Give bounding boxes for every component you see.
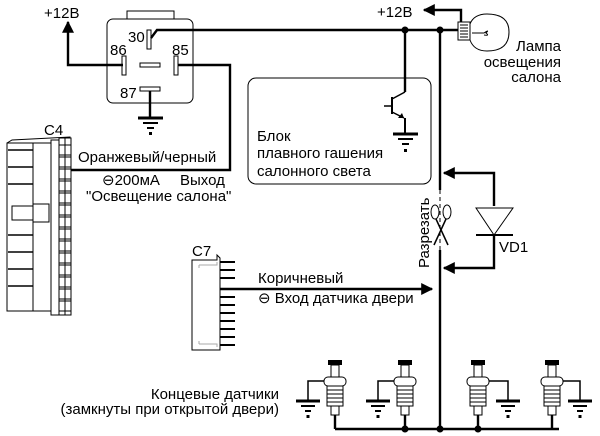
relay-30-wire — [150, 28, 440, 39]
ground-icon — [393, 132, 418, 152]
relay: 30 86 85 87 — [106, 10, 194, 104]
lamp-supply-label: +12В — [377, 4, 412, 21]
lamp-label-2: освещения — [484, 54, 561, 71]
lamp-label-3: салона — [511, 69, 561, 86]
lamp-label-1: Лампа — [516, 38, 562, 55]
ground-icon — [296, 399, 320, 418]
scissors-icon — [430, 204, 452, 246]
dimmer-label-3: салонного света — [257, 163, 372, 180]
diode-lower-wire — [442, 235, 496, 274]
relay-pin-87 — [139, 86, 161, 92]
dimmer-label-2: плавного гашения — [257, 145, 383, 162]
door-switch-icon — [296, 360, 347, 429]
relay-pin-30 — [146, 29, 152, 50]
diode-icon — [475, 207, 514, 236]
relay-85-wire — [70, 63, 232, 172]
door-switch-icon — [540, 360, 592, 429]
door-switch-icon — [466, 360, 520, 429]
connector-c7: C7 — [191, 243, 235, 351]
ground-icon — [496, 399, 520, 418]
dimmer-label-1: Блок — [257, 128, 291, 145]
relay-supply-wire — [62, 20, 123, 67]
junction-dot — [436, 425, 444, 433]
relay-pin-center — [139, 62, 161, 68]
relay-pin-85-label: 85 — [172, 42, 189, 59]
c4-output-label: Выход — [180, 172, 225, 189]
relay-supply-label: +12В — [44, 5, 79, 22]
diode-upper-wire — [442, 167, 496, 206]
connector-c4: C4 — [6, 122, 72, 316]
door-switch-icon — [366, 360, 417, 429]
relay-pin-87-label: 87 — [120, 85, 137, 102]
c4-output-name: "Освещение салона" — [86, 188, 231, 205]
c7-wire-color: Коричневый — [258, 270, 343, 287]
transistor-icon — [384, 30, 407, 133]
lamp-supply-wire — [422, 4, 463, 22]
cut-label: Разрезать — [416, 197, 433, 268]
relay-pin-86-label: 86 — [110, 42, 127, 59]
ground-icon — [138, 116, 163, 135]
door-switches-label-2: (замкнуты при открытой двери) — [61, 401, 279, 418]
c4-output-spec: ⊖200мА — [102, 172, 160, 189]
door-switches-label-1: Концевые датчики — [151, 386, 279, 403]
c7-label: C7 — [192, 243, 211, 260]
c4-label: C4 — [44, 122, 63, 139]
c7-input-label: ⊖ Вход датчика двери — [258, 290, 414, 307]
ground-icon — [366, 399, 390, 418]
c4-wire-color: Оранжевый/черный — [78, 149, 216, 166]
ground-icon — [568, 399, 592, 418]
dimmer-block — [247, 77, 432, 185]
diode-label: VD1 — [499, 239, 528, 256]
relay-pin-30-label: 30 — [128, 29, 145, 46]
lamp-icon — [457, 13, 510, 52]
